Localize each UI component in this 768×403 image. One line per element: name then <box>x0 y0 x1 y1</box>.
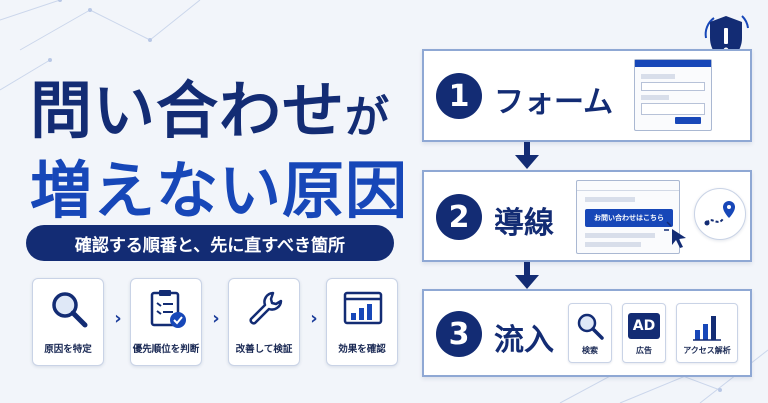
channel-card-analytics: アクセス解析 <box>676 303 738 363</box>
wrench-icon <box>249 291 283 325</box>
step-traffic: 3 流入 検索 AD 広告 アクセス解析 <box>422 289 752 377</box>
process-label: 改善して検証 <box>235 344 293 355</box>
process-label: 優先順位を判断 <box>132 344 200 355</box>
process-row: 原因を特定 › 優先順位を判断 › 改善して検証 › 効果を確認 <box>32 278 402 366</box>
magnifier-icon <box>52 292 88 328</box>
step-label: 導線 <box>494 206 554 241</box>
step-form: 1 フォーム <box>422 49 752 142</box>
headline-line-2: 増えない原因 <box>30 154 409 227</box>
step-number: 2 <box>436 194 482 240</box>
arrow-down-icon <box>515 262 539 289</box>
channel-card-ads: AD 広告 <box>622 303 666 363</box>
clipboard-check-icon <box>150 290 186 328</box>
headline-particle: が <box>345 92 391 143</box>
step-label: 流入 <box>494 323 554 358</box>
form-submit-mock <box>675 117 701 124</box>
step-number: 1 <box>436 73 482 119</box>
channel-card-search: 検索 <box>568 303 612 363</box>
process-card-verify: 効果を確認 <box>326 278 398 366</box>
subtitle-pill: 確認する順番と、先に直すべき箇所 <box>26 225 394 261</box>
step-navigation: 2 導線 お問い合わせはこちら <box>422 170 752 262</box>
chevron-right-icon: › <box>212 308 220 329</box>
chevron-right-icon: › <box>310 308 318 329</box>
process-card-improve: 改善して検証 <box>228 278 300 366</box>
arrow-down-icon <box>515 142 539 169</box>
magnifier-icon <box>577 313 604 340</box>
map-route-badge <box>694 188 746 240</box>
process-card-prioritize: 優先順位を判断 <box>130 278 202 366</box>
contact-cta-button: お問い合わせはこちら <box>585 209 673 227</box>
process-label: 効果を確認 <box>338 344 386 355</box>
ad-badge: AD <box>628 313 660 339</box>
step-label: フォーム <box>494 85 614 120</box>
analytics-bars-icon <box>693 316 721 341</box>
bar-chart-window-icon <box>343 291 383 325</box>
location-pin-icon <box>704 201 735 226</box>
chevron-right-icon: › <box>114 308 122 329</box>
ad-icon: AD <box>628 310 660 342</box>
process-card-identify: 原因を特定 <box>32 278 104 366</box>
process-label: 原因を特定 <box>44 344 92 355</box>
headline-line-1: 問い合わせが <box>30 60 390 150</box>
channel-label: 広告 <box>636 346 652 355</box>
step-number: 3 <box>436 311 482 357</box>
page-mockup: お問い合わせはこちら <box>576 180 680 254</box>
headline-main: 問い合わせ <box>30 74 346 147</box>
cursor-icon <box>664 221 686 248</box>
channel-label: アクセス解析 <box>683 346 731 355</box>
channel-label: 検索 <box>582 346 598 355</box>
form-mockup <box>634 59 712 131</box>
